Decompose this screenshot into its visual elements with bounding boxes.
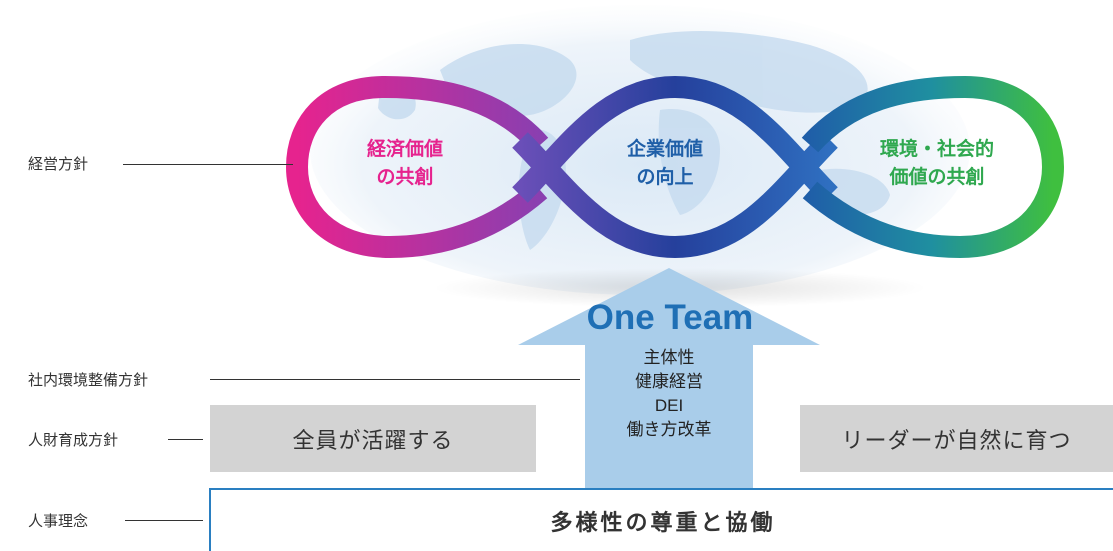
infinity-loops-diagram	[285, 75, 1065, 259]
loop-center-line2: の向上	[636, 166, 694, 188]
loop-left-line1: 経済価値	[366, 138, 443, 160]
label-hr-philosophy: 人事理念	[28, 512, 89, 530]
loop-left	[285, 75, 549, 259]
rule-environment-policy	[210, 379, 580, 380]
rule-management-policy	[123, 164, 293, 165]
one-team-item-4: 働き方改革	[626, 420, 712, 440]
loop-center	[512, 75, 838, 259]
one-team-item-1: 主体性	[643, 348, 695, 368]
one-team-items: 主体性 健康経営 DEI 働き方改革	[588, 346, 750, 442]
loop-right	[801, 75, 1065, 259]
loop-right-line2: 価値の共創	[889, 166, 985, 188]
one-team-item-3: DEI	[654, 396, 684, 415]
box-leaders-grow-text: リーダーが自然に育つ	[841, 428, 1072, 454]
base-diversity-text: 多様性の尊重と協働	[550, 510, 776, 536]
label-hr-development-policy: 人財育成方針	[28, 431, 119, 449]
box-everyone-active-text: 全員が活躍する	[292, 428, 454, 454]
loop-left-line2: の共創	[376, 166, 434, 188]
rule-hr-development-policy	[168, 439, 203, 440]
box-everyone-active: 全員が活躍する	[210, 405, 536, 472]
one-team-title: One Team	[586, 298, 754, 337]
loop-left-text: 経済価値 の共創	[340, 135, 470, 191]
label-environment-policy: 社内環境整備方針	[28, 371, 149, 389]
base-diversity-box: 多様性の尊重と協働	[209, 488, 1113, 551]
loop-center-line1: 企業価値	[626, 138, 703, 160]
one-team-arrow	[518, 268, 820, 490]
one-team-item-2: 健康経営	[635, 372, 703, 392]
label-management-policy: 経営方針	[28, 155, 89, 173]
loop-center-text: 企業価値 の向上	[600, 135, 730, 191]
rule-hr-philosophy	[125, 520, 203, 521]
box-leaders-grow: リーダーが自然に育つ	[800, 405, 1113, 472]
loop-right-text: 環境・社会的 価値の共創	[862, 135, 1012, 191]
loop-right-line1: 環境・社会的	[879, 138, 994, 160]
